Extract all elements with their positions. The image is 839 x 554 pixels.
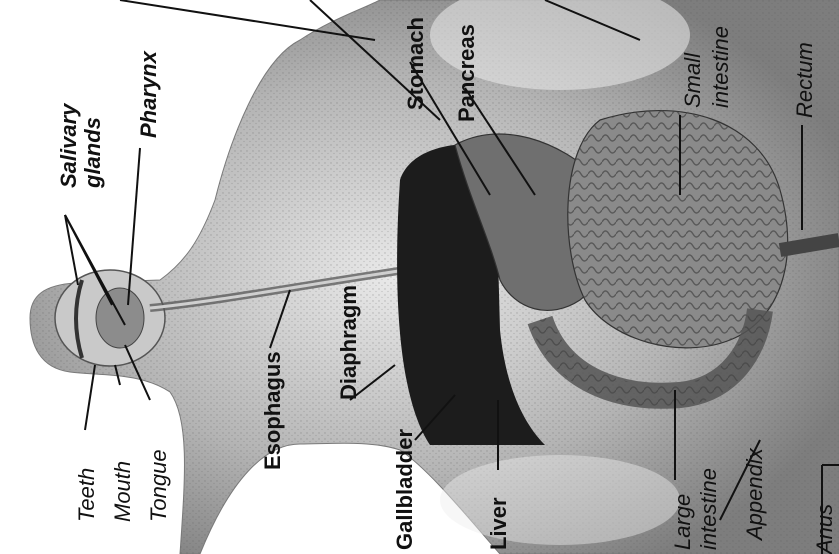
- label-small-intestine-2: intestine: [708, 26, 733, 108]
- label-large-intestine-1: Large: [670, 494, 695, 550]
- label-salivary-glands-2: glands: [80, 117, 105, 189]
- label-teeth: Teeth: [74, 468, 99, 522]
- label-tongue: Tongue: [146, 449, 171, 522]
- label-pharynx: Pharynx: [136, 50, 161, 138]
- label-rectum: Rectum: [792, 42, 817, 118]
- label-esophagus: Esophagus: [260, 351, 285, 470]
- label-large-intestine-2: intestine: [696, 468, 721, 550]
- label-anus: Anus: [812, 504, 837, 554]
- tongue-shape: [96, 288, 144, 348]
- label-small-intestine-1: Small: [680, 52, 705, 108]
- label-salivary-glands-1: Salivary: [56, 102, 81, 188]
- label-appendix: Appendix: [742, 447, 767, 542]
- head-region: [55, 270, 165, 366]
- label-gallbladder: Gallbladder: [392, 429, 417, 550]
- label-mouth: Mouth: [110, 461, 135, 522]
- label-liver: Liver: [486, 497, 511, 550]
- rectum-shape: [780, 240, 839, 250]
- label-diaphragm: Diaphragm: [336, 285, 361, 400]
- label-stomach: Stomach: [403, 17, 428, 110]
- label-pancreas: Pancreas: [454, 24, 479, 122]
